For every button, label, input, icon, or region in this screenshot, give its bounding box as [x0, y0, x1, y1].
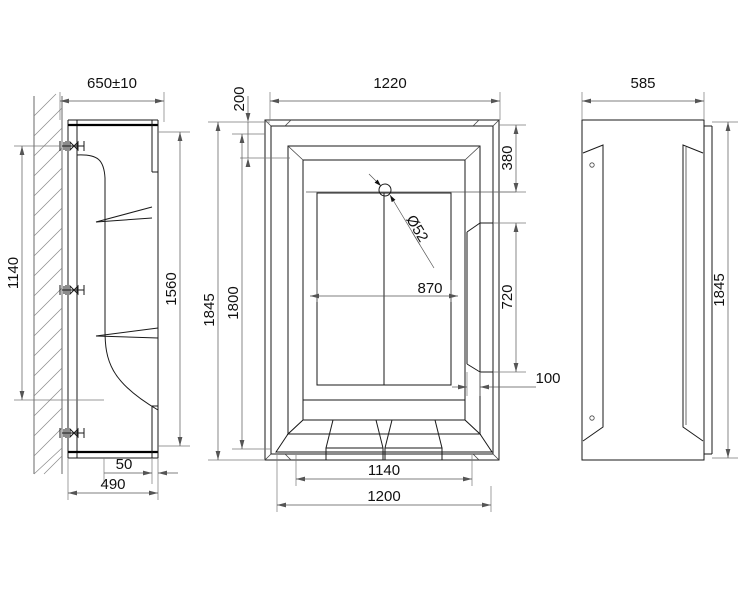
dimension-585-label: 585 — [630, 75, 655, 92]
right-view-group: 585 1845 — [581, 75, 738, 461]
wall-hatching — [33, 93, 63, 475]
dimension-490: 490 — [67, 458, 159, 500]
left-mid-shelf — [95, 327, 159, 339]
dimension-1845-right-label: 1845 — [711, 273, 728, 306]
left-inner-curve-lower — [104, 329, 159, 411]
dimension-650-label: 650±10 — [87, 75, 137, 92]
dimension-870-label: 870 — [417, 280, 442, 297]
dimension-1140-left-label: 1140 — [5, 257, 22, 289]
dimension-1220: 1220 — [269, 75, 501, 120]
wall-bracket-bottom — [59, 427, 85, 439]
dimension-1200-label: 1200 — [367, 488, 400, 505]
center-tray — [275, 399, 493, 453]
dimension-1140-center: 1140 — [295, 455, 473, 486]
right-rear-strip — [704, 125, 713, 455]
left-upper-shelf — [95, 206, 153, 223]
dimension-650: 650±10 — [59, 75, 165, 122]
dimension-1200: 1200 — [276, 455, 492, 512]
center-hole — [378, 183, 392, 197]
center-view-group: Ø52 200 1220 380 720 — [201, 75, 561, 512]
center-feet — [325, 419, 443, 461]
dimension-1560-label: 1560 — [163, 272, 180, 305]
wall-bracket-top — [59, 140, 85, 152]
dimension-870: 870 — [310, 280, 458, 302]
dimension-100: 100 — [452, 370, 561, 396]
dimension-1800: 1800 — [225, 133, 271, 450]
dimension-1800-label: 1800 — [225, 286, 242, 319]
dimension-dia52-label: Ø52 — [402, 212, 431, 245]
right-left-panel — [582, 144, 604, 442]
left-bottom-slab — [68, 405, 159, 459]
dimension-50-label: 50 — [116, 456, 133, 473]
dimension-380-label: 380 — [499, 145, 516, 170]
dimension-1845-center-label: 1845 — [201, 293, 218, 326]
dimension-200: 200 — [231, 86, 290, 167]
dimension-1140-left: 1140 — [5, 145, 104, 401]
left-back-panel — [67, 120, 78, 458]
dimension-585: 585 — [581, 75, 705, 120]
dimension-1845-right: 1845 — [711, 121, 738, 459]
center-right-bulge — [466, 222, 494, 373]
dimension-1560: 1560 — [158, 131, 190, 447]
wall-bracket-middle — [59, 284, 85, 296]
left-view-group: 650±10 1140 1560 50 — [5, 75, 190, 500]
dimension-1845-center: 1845 — [201, 121, 265, 461]
dimension-1220-label: 1220 — [373, 75, 406, 92]
dimension-720-label: 720 — [499, 284, 516, 309]
dimension-100-label: 100 — [535, 370, 560, 387]
dimension-200-label: 200 — [231, 86, 248, 111]
dimension-dia52: Ø52 — [368, 173, 435, 269]
left-top-slab — [68, 119, 159, 173]
right-body-outline — [581, 119, 705, 461]
center-outer-frame — [264, 119, 500, 461]
dimension-720: 720 — [493, 222, 526, 373]
dimension-50: 50 — [103, 456, 178, 484]
dimension-1140-center-label: 1140 — [368, 462, 400, 479]
dimension-490-label: 490 — [100, 476, 125, 493]
left-inner-curve-upper — [76, 154, 106, 330]
right-right-panel — [682, 144, 704, 442]
dimension-380: 380 — [493, 124, 526, 193]
